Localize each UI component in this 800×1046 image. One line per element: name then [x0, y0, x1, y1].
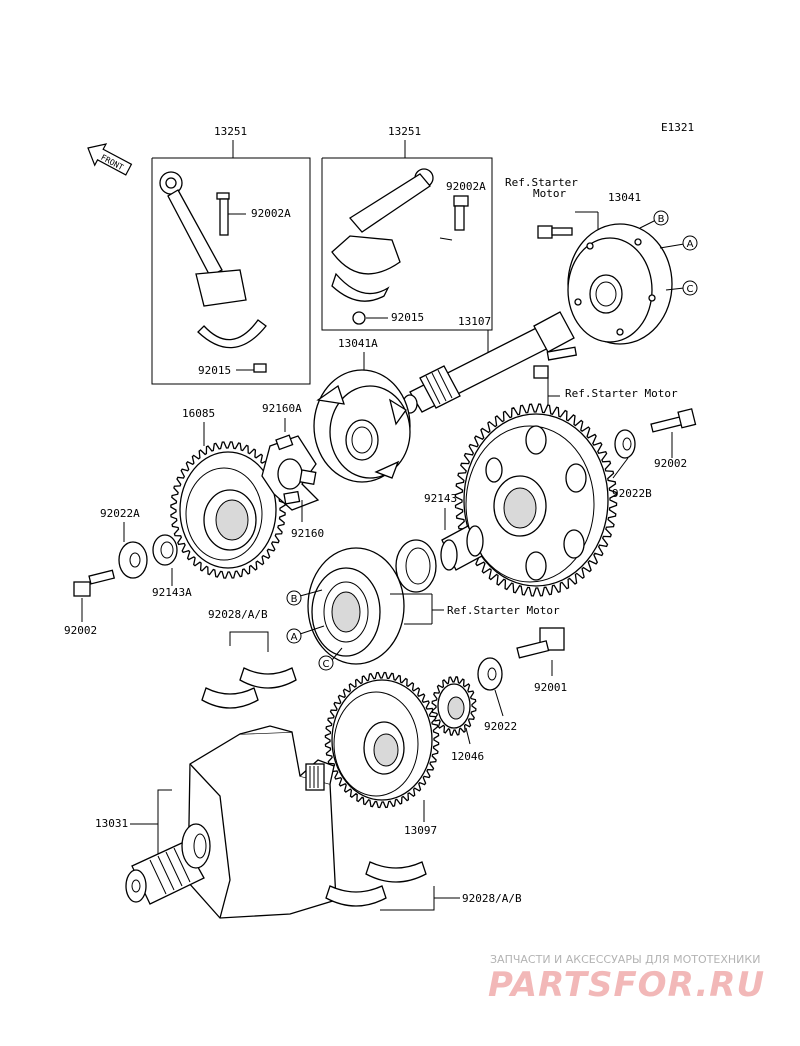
- main-bearings-lower: 92028/A/B: [325, 861, 522, 911]
- ref-starter-motor-top-1: Ref.Starter: [505, 176, 578, 189]
- label-13041: 13041: [608, 191, 641, 204]
- starter-driven-gear: [454, 403, 618, 597]
- ref-starter-motor-top-2: Motor: [533, 187, 566, 200]
- ref-starter-motor-low: Ref.Starter Motor: [447, 604, 560, 617]
- ref-letter-c1: C: [687, 284, 694, 295]
- one-way-clutch: B A C Ref.Starter Motor: [286, 547, 560, 671]
- gear-13097: 13097: [324, 671, 440, 837]
- shaft-13107: 13107: [402, 311, 575, 414]
- bolt-92001: 92001 92022 12046: [431, 627, 567, 763]
- label-92143A: 92143A: [152, 586, 192, 599]
- label-13251-left: 13251: [214, 125, 247, 138]
- ref-letter-a2: A: [291, 632, 298, 643]
- label-92022: 92022: [484, 720, 517, 733]
- label-92002-right: 92002: [654, 457, 687, 470]
- crankshaft-13031: 13031: [95, 725, 337, 919]
- watermark-tagline: ЗАПЧАСТИ И АКСЕССУАРЫ ДЛЯ МОТОТЕХНИКИ: [490, 953, 760, 966]
- label-92015-right: 92015: [391, 311, 424, 324]
- label-92143: 92143: [424, 492, 457, 505]
- ref-starter-motor-mid: Ref.Starter Motor: [565, 387, 678, 400]
- label-92028-lower: 92028/A/B: [462, 892, 522, 905]
- washer-92022A: 92022A 92143A 92002: [64, 507, 192, 637]
- main-bearings-upper: 92028/A/B: [201, 608, 297, 709]
- label-92002A-left: 92002A: [251, 207, 291, 220]
- starter-clutch-housing-13041: Ref.Starter Motor 13041 B A C: [505, 176, 698, 345]
- diagram-code: E1321: [661, 121, 694, 134]
- front-arrow-icon: FRONT: [87, 143, 133, 176]
- ref-letter-b2: B: [291, 594, 298, 605]
- label-92022A: 92022A: [100, 507, 140, 520]
- connecting-rod-box-right: 13251 92002A 92015: [321, 125, 493, 331]
- label-92028-upper: 92028/A/B: [208, 608, 268, 621]
- label-92015-left: 92015: [198, 364, 231, 377]
- clutch-housing-13041A: 13041A: [313, 337, 411, 483]
- ref-letter-c2: C: [323, 659, 330, 670]
- label-13097: 13097: [404, 824, 437, 837]
- label-16085: 16085: [182, 407, 215, 420]
- ref-letter-b1: B: [658, 214, 665, 225]
- connecting-rod-box-left: 13251 92002A 92015: [151, 125, 311, 385]
- damper-92160: 92160A 92160: [261, 402, 324, 540]
- label-13031: 13031: [95, 817, 128, 830]
- label-12046: 12046: [451, 750, 484, 763]
- ref-letter-a1: A: [687, 239, 694, 250]
- sleeve-92143: 92143: [395, 492, 484, 593]
- label-92160A: 92160A: [262, 402, 302, 415]
- label-92022B: 92022B: [612, 487, 652, 500]
- label-92001: 92001: [534, 681, 567, 694]
- gear-16085: 16085: [170, 407, 286, 579]
- label-92160: 92160: [291, 527, 324, 540]
- label-92002-left: 92002: [64, 624, 97, 637]
- starter-motor-ref-mid: Ref.Starter Motor: [533, 346, 678, 432]
- label-13107: 13107: [458, 315, 491, 328]
- label-13041A: 13041A: [338, 337, 378, 350]
- label-13251-right: 13251: [388, 125, 421, 138]
- watermark-logo: PARTSFOR.RU: [488, 965, 765, 1005]
- washer-92022B-bolt-92002: 92022B 92002: [612, 408, 697, 500]
- label-92002A-right: 92002A: [446, 180, 486, 193]
- watermark: ЗАПЧАСТИ И АКСЕССУАРЫ ДЛЯ МОТОТЕХНИКИ PA…: [488, 953, 765, 1005]
